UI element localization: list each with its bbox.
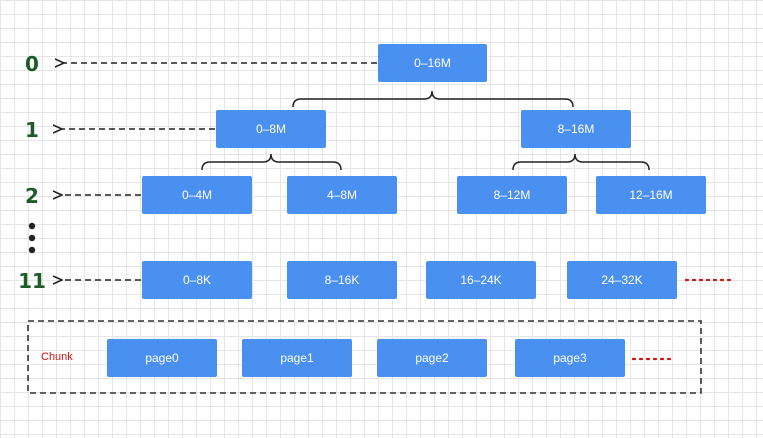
ellipsis-dot	[28, 234, 36, 242]
node-level2-2: 8–12M	[457, 176, 567, 214]
node-level11-1: 8–16K	[287, 261, 397, 299]
node-root: 0–16M	[378, 44, 487, 82]
node-level1-1: 8–16M	[521, 110, 631, 148]
chunk-label: Chunk	[41, 351, 73, 363]
node-level11-0: 0–8K	[142, 261, 252, 299]
page-block-1: page1	[242, 339, 352, 377]
node-level2-1: 4–8M	[287, 176, 397, 214]
node-level11-3: 24–32K	[567, 261, 677, 299]
ellipsis-dot	[28, 222, 36, 230]
chunk-frame	[27, 320, 702, 394]
page-block-3: page3	[515, 339, 625, 377]
level-number-0: 0	[25, 52, 39, 76]
page-block-2: page2	[377, 339, 487, 377]
page-block-0: page0	[107, 339, 217, 377]
level-number-11: 11	[18, 269, 46, 293]
level-number-2: 2	[25, 184, 39, 208]
node-level1-0: 0–8M	[216, 110, 326, 148]
brace-root	[292, 90, 574, 108]
brace-right	[512, 153, 650, 171]
node-level2-3: 12–16M	[596, 176, 706, 214]
node-level11-2: 16–24K	[426, 261, 536, 299]
ellipsis-dot	[28, 246, 36, 254]
level-number-1: 1	[25, 118, 39, 142]
node-level2-0: 0–4M	[142, 176, 252, 214]
brace-left	[201, 153, 342, 171]
